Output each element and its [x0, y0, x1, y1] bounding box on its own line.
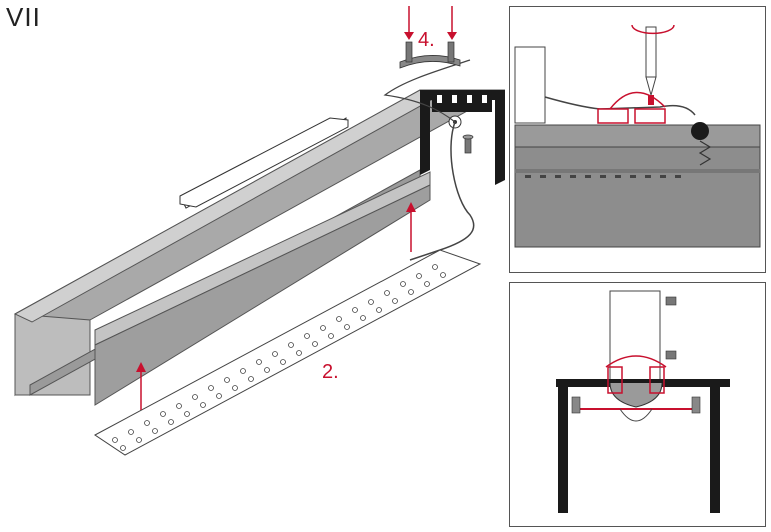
spring-bracket [399, 41, 461, 69]
red-arrow-down-icon [404, 6, 457, 40]
cross-section-drawing [556, 290, 730, 513]
led-strip [94, 249, 482, 456]
step-4-label: 4. [418, 29, 435, 51]
red-arrow-up-icon [136, 202, 416, 410]
aluminium-profile [13, 89, 505, 406]
step-number: VII [6, 2, 41, 32]
step-2-label: 2. [322, 361, 339, 383]
detail-panel-fastening [509, 6, 766, 273]
power-cable [409, 121, 475, 261]
profile-end-section [420, 90, 505, 185]
screwdriver-icon [645, 26, 657, 105]
screwdriver-rotation-arrow [631, 24, 675, 35]
detail-panel-cross-section [509, 282, 766, 527]
assembly-illustration: 4. 2. [13, 6, 505, 456]
screw-icon [462, 134, 474, 154]
top-mounting-plate [179, 117, 349, 209]
fastening-detail-drawing [514, 24, 761, 248]
